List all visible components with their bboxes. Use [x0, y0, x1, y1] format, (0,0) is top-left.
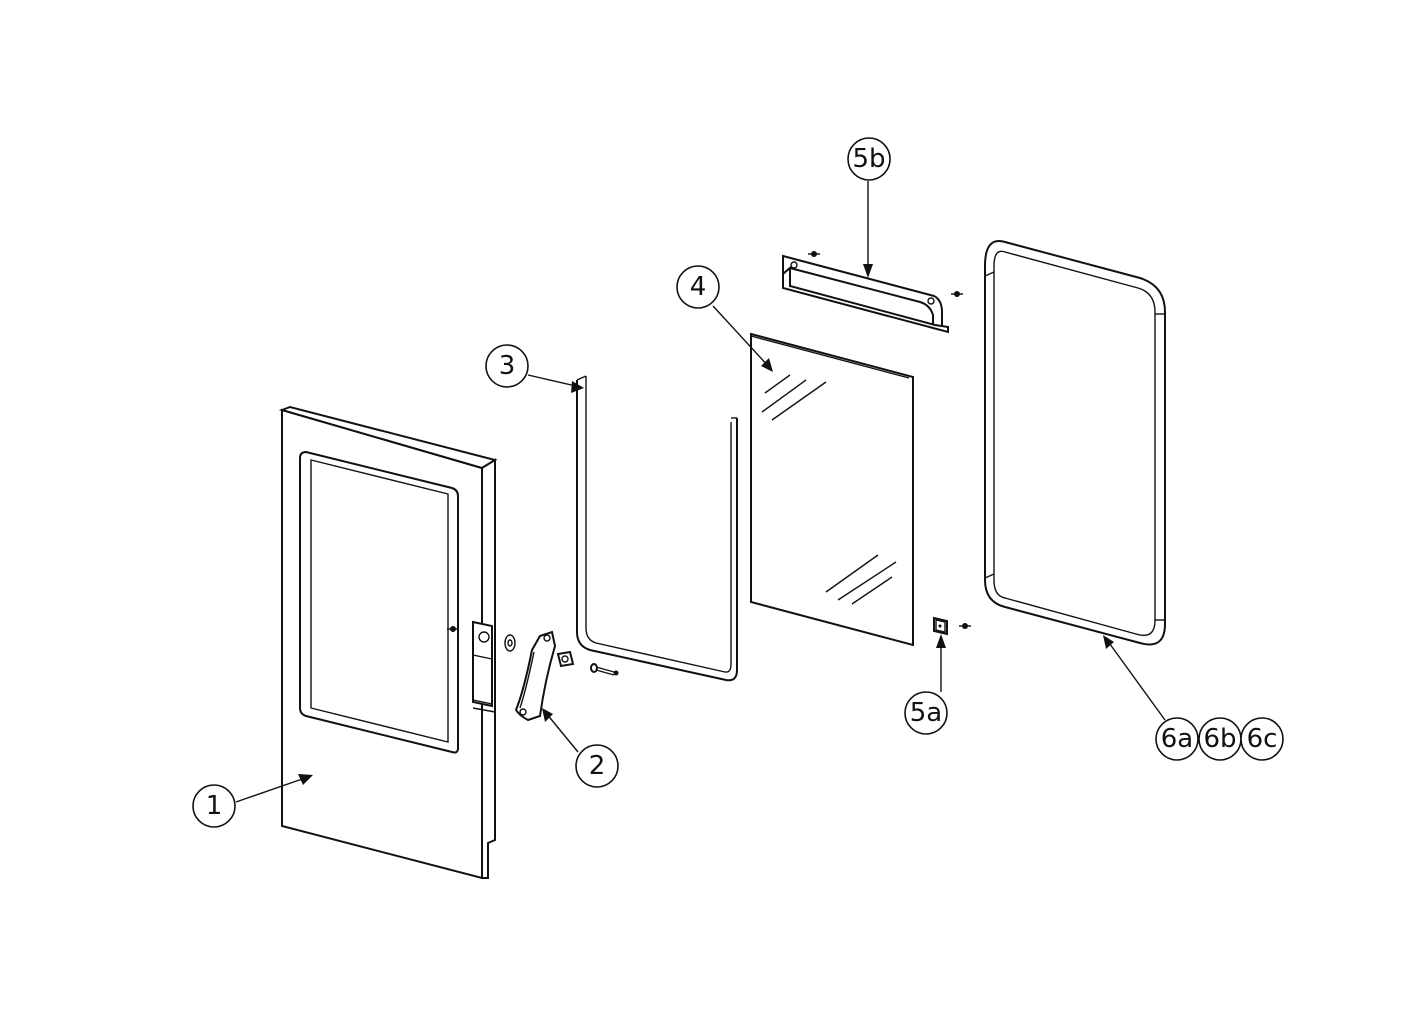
callout-label-3: 3	[499, 351, 516, 381]
top-bracket	[782, 251, 963, 334]
callout-label-1: 1	[206, 791, 223, 821]
callout-1: 1	[192, 784, 236, 828]
callout-2: 2	[575, 744, 619, 788]
callout-6b: 6b	[1198, 717, 1242, 761]
callout-label-2: 2	[589, 751, 606, 781]
door-panel	[278, 405, 498, 880]
callout-4: 4	[676, 265, 720, 309]
callout-label-5a: 5a	[910, 698, 942, 728]
u-seal	[576, 375, 738, 682]
callout-5a: 5a	[904, 691, 948, 735]
callout-label-6a: 6a	[1161, 724, 1193, 754]
callout-label-6b: 6b	[1203, 724, 1236, 754]
hinge-assembly	[504, 630, 619, 722]
callout-6a: 6a	[1155, 717, 1199, 761]
callout-6c: 6c	[1240, 717, 1284, 761]
leader-lines	[235, 181, 1166, 803]
callout-label-5b: 5b	[852, 144, 885, 174]
gasket-frame	[984, 240, 1166, 646]
clip	[933, 616, 971, 636]
callout-3: 3	[485, 344, 529, 388]
callout-label-6c: 6c	[1247, 724, 1278, 754]
callout-label-4: 4	[690, 272, 707, 302]
callout-5b: 5b	[847, 137, 891, 181]
glass-pane	[750, 332, 914, 647]
